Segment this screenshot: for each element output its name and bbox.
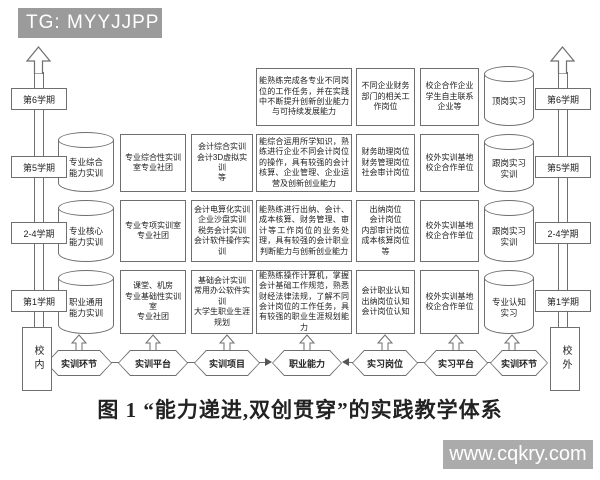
arrow-left-icon [342, 358, 349, 366]
flow-connector [187, 362, 195, 363]
post-box-r2: 财务助理岗位 财务管理岗位 社会审计岗位 [356, 134, 415, 192]
ext-platform-box-r4: 校外实训基地 校企合作单位 [420, 270, 479, 334]
flow-hexagon-training-phase: 实训环节 [46, 350, 112, 376]
semester-label-right-1: 第1学期 [535, 290, 591, 312]
cylinder-body [484, 278, 534, 334]
up-arrow-icon [219, 334, 235, 351]
semester-label-right-2-4: 2-4学期 [535, 222, 591, 244]
up-arrow-icon [145, 334, 161, 351]
cylinder-top [58, 132, 114, 148]
flow-connector [347, 362, 353, 363]
ext-platform-box-r3: 校外实训基地 校企合作单位 [420, 200, 479, 262]
flow-connector [487, 362, 491, 363]
semester-label-left-6: 第6学期 [11, 88, 67, 110]
semester-label-left-1: 第1学期 [11, 290, 67, 312]
cylinder-general-ability-training: 职业通用 能力实训 [58, 270, 114, 334]
flow-hexagon-training-phase-right: 实训环节 [490, 350, 548, 376]
cylinder-body [484, 208, 534, 262]
ability-box-r4: 能熟练操作计算机，掌握会计基础工作规范，熟悉财经法律法规，了解不同会计岗位的工作… [256, 270, 352, 334]
flow-hexagon-internship-post: 实习岗位 [352, 350, 418, 376]
ability-box-r3: 能熟练进行出纳、会计、成本核算、财务管理、审计等工作岗位的业务处理，具有较强的会… [256, 200, 352, 262]
cylinder-top [484, 66, 534, 82]
cylinder-body [58, 278, 114, 334]
post-box-r3: 出纳岗位 会计岗位 内部审计岗位 成本核算岗位 等 [356, 200, 415, 262]
left-rail-shaft [34, 72, 44, 327]
semester-label-left-2-4: 2-4学期 [11, 222, 67, 244]
cylinder-top [484, 270, 534, 286]
flow-connector [259, 362, 267, 363]
flow-hexagon-internship-platform: 实习平台 [424, 350, 488, 376]
cylinder-cognition-internship: 专业认知 实习 [484, 270, 534, 334]
platform-box-r2: 专业综合性实训室专业社团 [120, 134, 186, 192]
ability-box-r2: 能综合运用所学知识，熟练进行企业不同会计岗位的操作，具有较强的会计核算、企业管理… [256, 134, 352, 192]
semester-label-left-5: 第5学期 [11, 156, 67, 178]
post-box-r1: 不同企业财务部门的相关工作岗位 [356, 68, 415, 126]
up-arrow-icon [550, 46, 575, 74]
project-box-r3: 会计电算化实训 企业沙盘实训 税务会计实训 会计软件操作实训 [191, 200, 253, 262]
right-rail-shaft [558, 72, 568, 327]
cylinder-body [484, 74, 534, 126]
cylinder-post-internship: 顶岗实习 [484, 66, 534, 126]
up-arrow-icon [26, 46, 51, 74]
cylinder-core-ability-training: 专业核心 能力实训 [58, 200, 114, 262]
flow-hexagon-training-platform: 实训平台 [118, 350, 188, 376]
cylinder-shadow-internship-r2: 跟岗实习 实训 [484, 134, 534, 192]
cylinder-top [484, 134, 534, 150]
up-arrow-icon [377, 334, 393, 351]
ability-box-r1: 能熟练完成各专业不同岗位的工作任务，并在实践中不断提升创新创业能力与可持续发展能… [256, 68, 352, 126]
figure-caption: 图 1 “能力递进,双创贯穿”的实践教学体系 [97, 398, 503, 422]
up-arrow-icon [71, 334, 87, 351]
site-watermark: www.cqkry.com [443, 440, 593, 469]
up-arrow-icon [448, 334, 464, 351]
semester-label-right-6: 第6学期 [535, 88, 591, 110]
cylinder-body [58, 140, 114, 192]
flow-hexagon-vocational-ability: 职业能力 [272, 350, 342, 376]
campus-outside-box: 校外 [550, 327, 580, 391]
cylinder-top [58, 270, 114, 286]
semester-label-right-5: 第5学期 [535, 156, 591, 178]
ext-platform-box-r2: 校外实训基地 校企合作单位 [420, 134, 479, 192]
project-box-r4: 基础会计实训 常用办公软件实训 大学生职业生涯规划 [191, 270, 253, 334]
ext-platform-box-r1: 校企合作企业学生自主联系企业等 [420, 68, 479, 126]
platform-box-r4: 课堂、机房 专业基础性实训室 专业社团 [120, 270, 186, 334]
cylinder-body [58, 208, 114, 262]
cylinder-top [484, 200, 534, 216]
cylinder-body [484, 142, 534, 192]
up-arrow-icon [299, 334, 315, 351]
arrow-right-icon [265, 358, 272, 366]
up-arrow-icon [504, 334, 520, 351]
flow-hexagon-training-project: 实训项目 [194, 350, 260, 376]
flow-connector [417, 362, 425, 363]
post-box-r4: 会计职业认知 出纳岗位认知 会计岗位认知 [356, 270, 415, 334]
cylinder-comprehensive-ability-training: 专业综合 能力实训 [58, 132, 114, 192]
project-box-r2: 会计综合实训 会计3D虚拟实训 等 [191, 134, 253, 192]
flow-connector [111, 362, 119, 363]
cylinder-shadow-internship-r3: 跟岗实习 实训 [484, 200, 534, 262]
campus-inside-box: 校内 [22, 327, 52, 391]
tg-badge: TG: MYYJJPP [18, 8, 162, 38]
cylinder-top [58, 200, 114, 216]
platform-box-r3: 专业专项实训室 专业社团 [120, 200, 186, 262]
